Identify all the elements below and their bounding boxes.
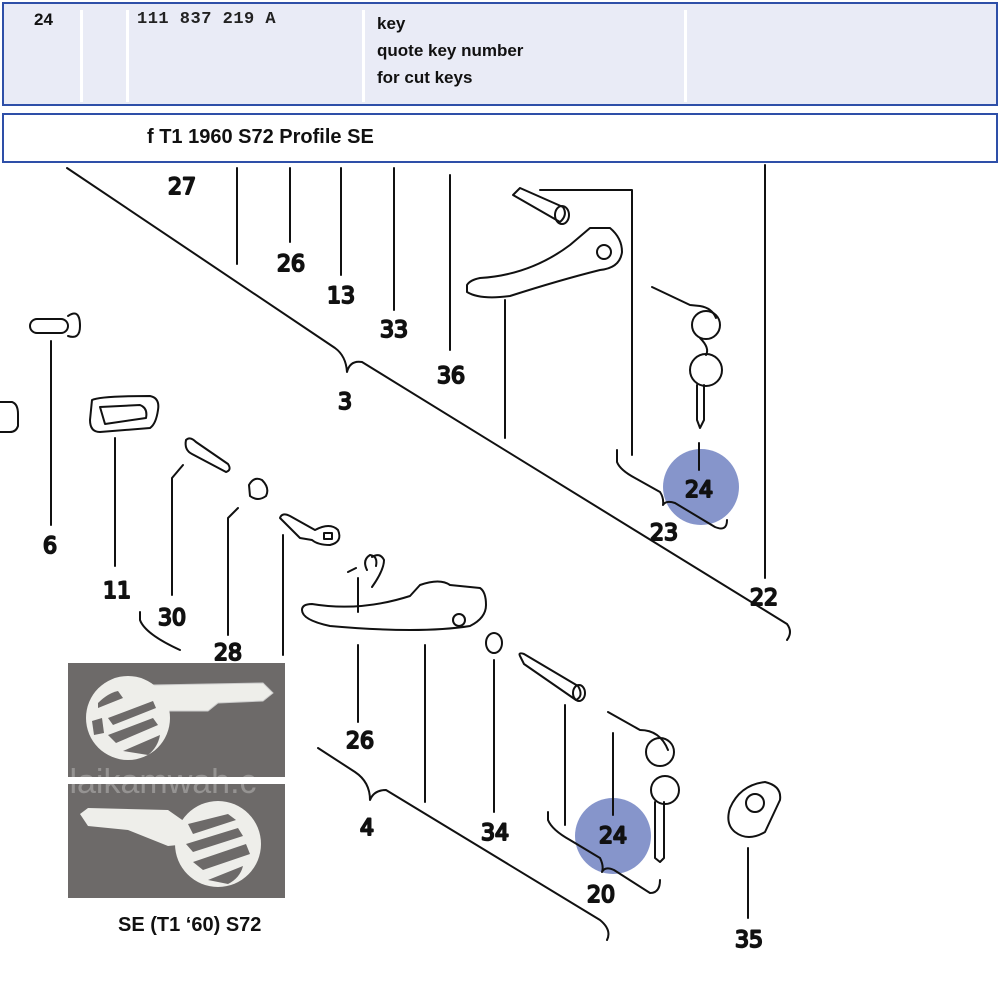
callout-35[interactable]: 35 (734, 927, 764, 954)
callout-23[interactable]: 23 (649, 520, 679, 547)
group-bracket-4 (317, 747, 610, 941)
watermark: .laikamwah.c (60, 763, 257, 801)
callout-11[interactable]: 11 (102, 578, 132, 605)
leader-line (539, 189, 633, 456)
section-header: f T1 1960 S72 Profile SE (2, 113, 998, 163)
group-bracket-3 (66, 167, 791, 641)
screw-icon (184, 437, 231, 473)
cell-separator (126, 10, 129, 102)
callout-27[interactable]: 27 (167, 174, 197, 201)
photo-caption: SE (T1 ‘60) S72 (118, 914, 262, 936)
description-line: for cut keys (377, 68, 473, 87)
photo-panel-top (68, 663, 285, 777)
cell-separator (362, 10, 365, 102)
callout-22[interactable]: 22 (749, 585, 779, 612)
cell-separator (684, 10, 687, 102)
callout-26[interactable]: 26 (276, 251, 306, 278)
key-set-icon (607, 711, 680, 863)
seal-icon (89, 395, 160, 433)
lever-icon (279, 513, 341, 546)
description-line: quote key number (377, 41, 524, 60)
parts-table-row[interactable]: 24 111 837 219 A key quote key number fo… (2, 2, 998, 106)
door-handle-icon (301, 580, 487, 631)
callout-24[interactable]: 24 (684, 477, 714, 504)
callout-34[interactable]: 34 (480, 820, 510, 847)
vw-key-blank-icon (86, 676, 274, 760)
lock-cylinder-icon (518, 652, 586, 702)
callout-4[interactable]: 4 (359, 815, 375, 842)
callout-33[interactable]: 33 (379, 317, 409, 344)
callout-26[interactable]: 26 (345, 728, 375, 755)
part-number[interactable]: 111 837 219 A (137, 10, 277, 29)
group-bracket-23 (616, 449, 728, 530)
callout-13[interactable]: 13 (326, 283, 356, 310)
key-blank-photo: .laikamwah.c (60, 663, 285, 900)
callout-36[interactable]: 36 (436, 363, 466, 390)
position-number: 24 (34, 10, 53, 29)
vw-key-blank-icon (80, 801, 261, 887)
callout-6[interactable]: 6 (42, 533, 58, 560)
key-set-icon (651, 286, 723, 429)
callout-28[interactable]: 28 (213, 640, 243, 667)
part-description: key quote key number for cut keys (377, 10, 523, 91)
cell-separator (80, 10, 83, 102)
group-bracket-20 (547, 811, 661, 894)
group-bracket-left (139, 611, 181, 651)
leader-line (171, 464, 184, 596)
key-fob-emblem-icon (727, 781, 782, 838)
spring-icon (347, 554, 385, 588)
photo-panel-bottom (68, 784, 285, 898)
bracket-part-icon (0, 401, 19, 433)
lock-cylinder-icon (512, 187, 570, 225)
callout-30[interactable]: 30 (157, 605, 187, 632)
nut-icon (248, 477, 269, 500)
door-handle-icon (466, 227, 623, 299)
callout-20[interactable]: 20 (586, 882, 616, 909)
section-title: f T1 1960 S72 Profile SE (147, 126, 374, 148)
leader-line (227, 507, 239, 636)
description-line: key (377, 14, 406, 33)
screw-icon (29, 312, 81, 338)
o-ring-icon (485, 632, 503, 654)
callout-24[interactable]: 24 (598, 823, 628, 850)
callout-3[interactable]: 3 (337, 389, 353, 416)
highlight-circle (663, 449, 739, 525)
